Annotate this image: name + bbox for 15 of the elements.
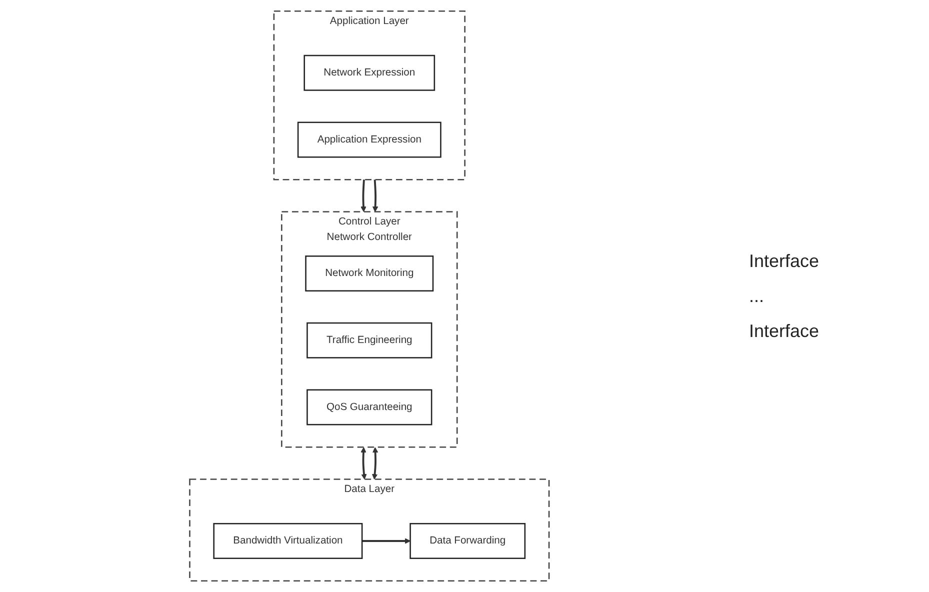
node-box: Traffic Engineering bbox=[306, 322, 432, 358]
node-box: QoS Guaranteeing bbox=[306, 389, 432, 426]
node-box: Data Forwarding bbox=[410, 522, 526, 559]
arrow bbox=[372, 180, 378, 212]
arrow bbox=[362, 538, 411, 544]
node-box: Network Expression bbox=[304, 54, 436, 91]
arrow bbox=[360, 447, 367, 480]
node-box: Application Expression bbox=[298, 122, 442, 158]
note-label: ... bbox=[749, 286, 766, 306]
arrow bbox=[360, 180, 366, 212]
arrow bbox=[372, 447, 378, 480]
note-label: Interface bbox=[749, 320, 820, 342]
node-box: Bandwidth Virtualization bbox=[213, 522, 363, 559]
note-label: Interface bbox=[749, 250, 820, 272]
node-box: Network Monitoring bbox=[305, 256, 434, 292]
